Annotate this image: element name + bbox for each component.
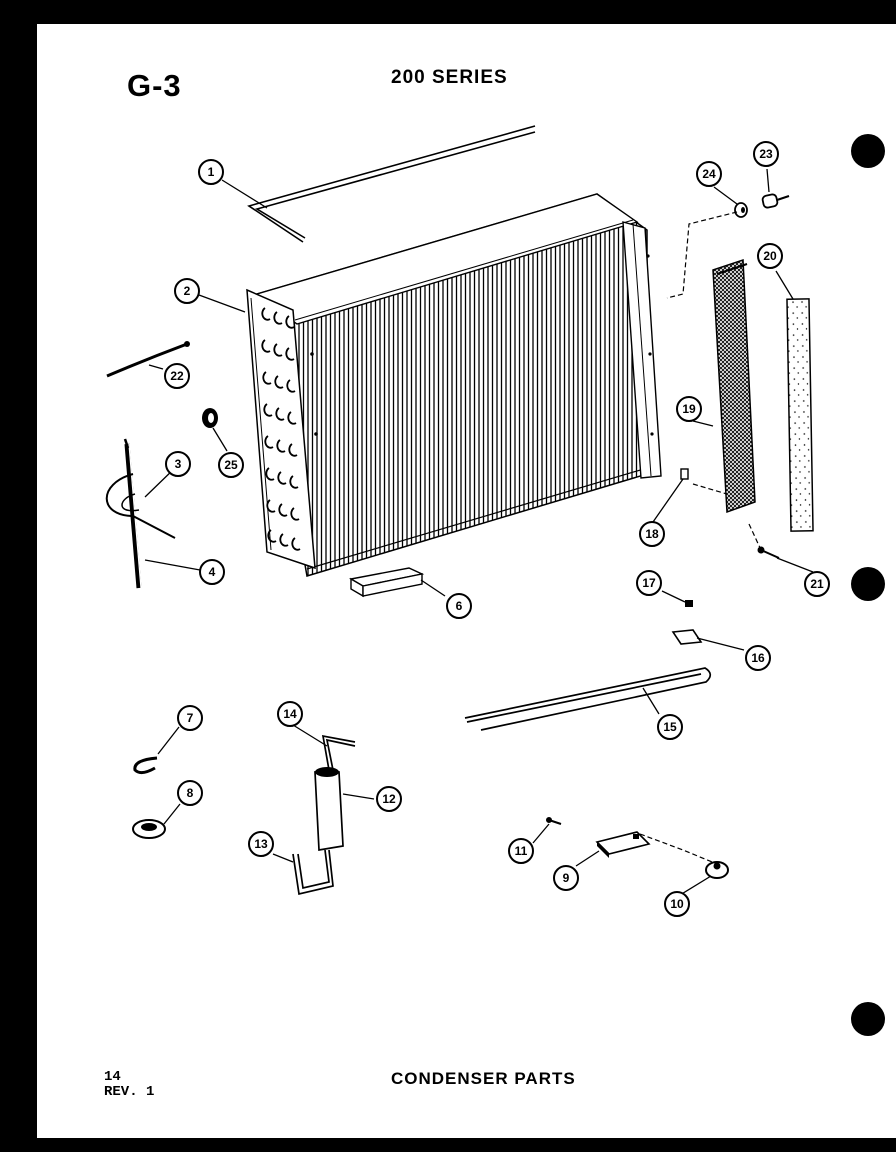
callouts: 1 2 3 4 6 7 8 9 10 11 12 13 14 15 16 17 …: [164, 141, 830, 917]
leader-lines: [144, 168, 814, 896]
callout-20: 20: [757, 243, 783, 269]
callout-23: 23: [753, 141, 779, 167]
binder-hole-middle: [851, 567, 885, 601]
part-9-bracket: [595, 831, 651, 858]
svg-text:14: 14: [283, 707, 297, 721]
callout-10: 10: [664, 891, 690, 917]
part-7-clip: [133, 756, 158, 775]
svg-text:24: 24: [702, 167, 716, 181]
callout-13: 13: [248, 831, 274, 857]
series-label: 200 SERIES: [391, 67, 508, 88]
callout-24: 24: [696, 161, 722, 187]
part-11-screw: [546, 817, 562, 825]
part-14-tube: [321, 734, 356, 771]
parts-sheet: G-3 200 SERIES: [37, 24, 896, 1138]
callout-17: 17: [636, 570, 662, 596]
svg-text:15: 15: [663, 720, 677, 734]
svg-text:18: 18: [645, 527, 659, 541]
svg-text:25: 25: [224, 458, 238, 472]
binder-hole-top: [851, 134, 885, 168]
assembly-lines: [639, 211, 762, 865]
callout-22: 22: [164, 363, 190, 389]
callout-14: 14: [277, 701, 303, 727]
part-3-4-cap-tube: [105, 438, 176, 589]
svg-text:1: 1: [208, 165, 215, 179]
callout-4: 4: [199, 559, 225, 585]
part-15-u-rod: [464, 667, 712, 731]
part-10-clamp: [705, 861, 729, 879]
callout-25: 25: [218, 452, 244, 478]
callout-1: 1: [198, 159, 224, 185]
part-8-clamp: [132, 819, 166, 839]
part-23-24-fastener: [734, 193, 790, 218]
binder-hole-bottom: [851, 1002, 885, 1036]
svg-text:17: 17: [642, 576, 656, 590]
page-number: 14: [104, 1069, 121, 1085]
callout-21: 21: [804, 571, 830, 597]
part-16-bracket: [671, 629, 703, 645]
svg-text:13: 13: [254, 837, 268, 851]
svg-text:20: 20: [763, 249, 777, 263]
callout-18: 18: [639, 521, 665, 547]
part-1-rod: [247, 125, 536, 243]
svg-text:6: 6: [456, 599, 463, 613]
part-25-grommet: [202, 408, 218, 428]
svg-text:9: 9: [563, 871, 570, 885]
callout-7: 7: [177, 705, 203, 731]
callout-8: 8: [177, 780, 203, 806]
condenser-exploded-diagram: 1 2 3 4 6 7 8 9 10 11 12 13 14 15 16 17 …: [105, 125, 830, 917]
svg-text:2: 2: [184, 284, 191, 298]
svg-text:7: 7: [187, 711, 194, 725]
part-19-mesh-screen: [712, 258, 756, 514]
svg-text:4: 4: [209, 565, 216, 579]
part-17-nut: [685, 600, 693, 607]
page-number-block: 14 REV. 1: [104, 1070, 154, 1100]
svg-text:22: 22: [170, 369, 184, 383]
callout-12: 12: [376, 786, 402, 812]
callout-16: 16: [745, 645, 771, 671]
svg-text:12: 12: [382, 792, 396, 806]
callout-3: 3: [165, 451, 191, 477]
svg-text:10: 10: [670, 897, 684, 911]
page-code: G-3: [127, 68, 182, 103]
callout-11: 11: [508, 838, 534, 864]
part-20-strip: [786, 298, 814, 532]
svg-text:8: 8: [187, 786, 194, 800]
svg-text:23: 23: [759, 147, 773, 161]
svg-text:21: 21: [810, 577, 824, 591]
part-6-block: [349, 567, 425, 598]
part-21-screw: [757, 546, 780, 559]
svg-text:3: 3: [175, 457, 182, 471]
callout-2: 2: [174, 278, 200, 304]
callout-6: 6: [446, 593, 472, 619]
revision: REV. 1: [104, 1084, 155, 1100]
part-12-drier: [314, 767, 344, 851]
footer-title: CONDENSER PARTS: [391, 1069, 576, 1088]
callout-15: 15: [657, 714, 683, 740]
svg-text:11: 11: [515, 844, 528, 858]
callout-9: 9: [553, 865, 579, 891]
part-18-clip: [680, 468, 689, 480]
svg-text:19: 19: [682, 402, 696, 416]
callout-19: 19: [676, 396, 702, 422]
part-22-tube: [106, 342, 188, 378]
svg-text:16: 16: [751, 651, 765, 665]
part-13-tube: [292, 849, 334, 896]
part-2-condenser-coil: [246, 193, 662, 577]
